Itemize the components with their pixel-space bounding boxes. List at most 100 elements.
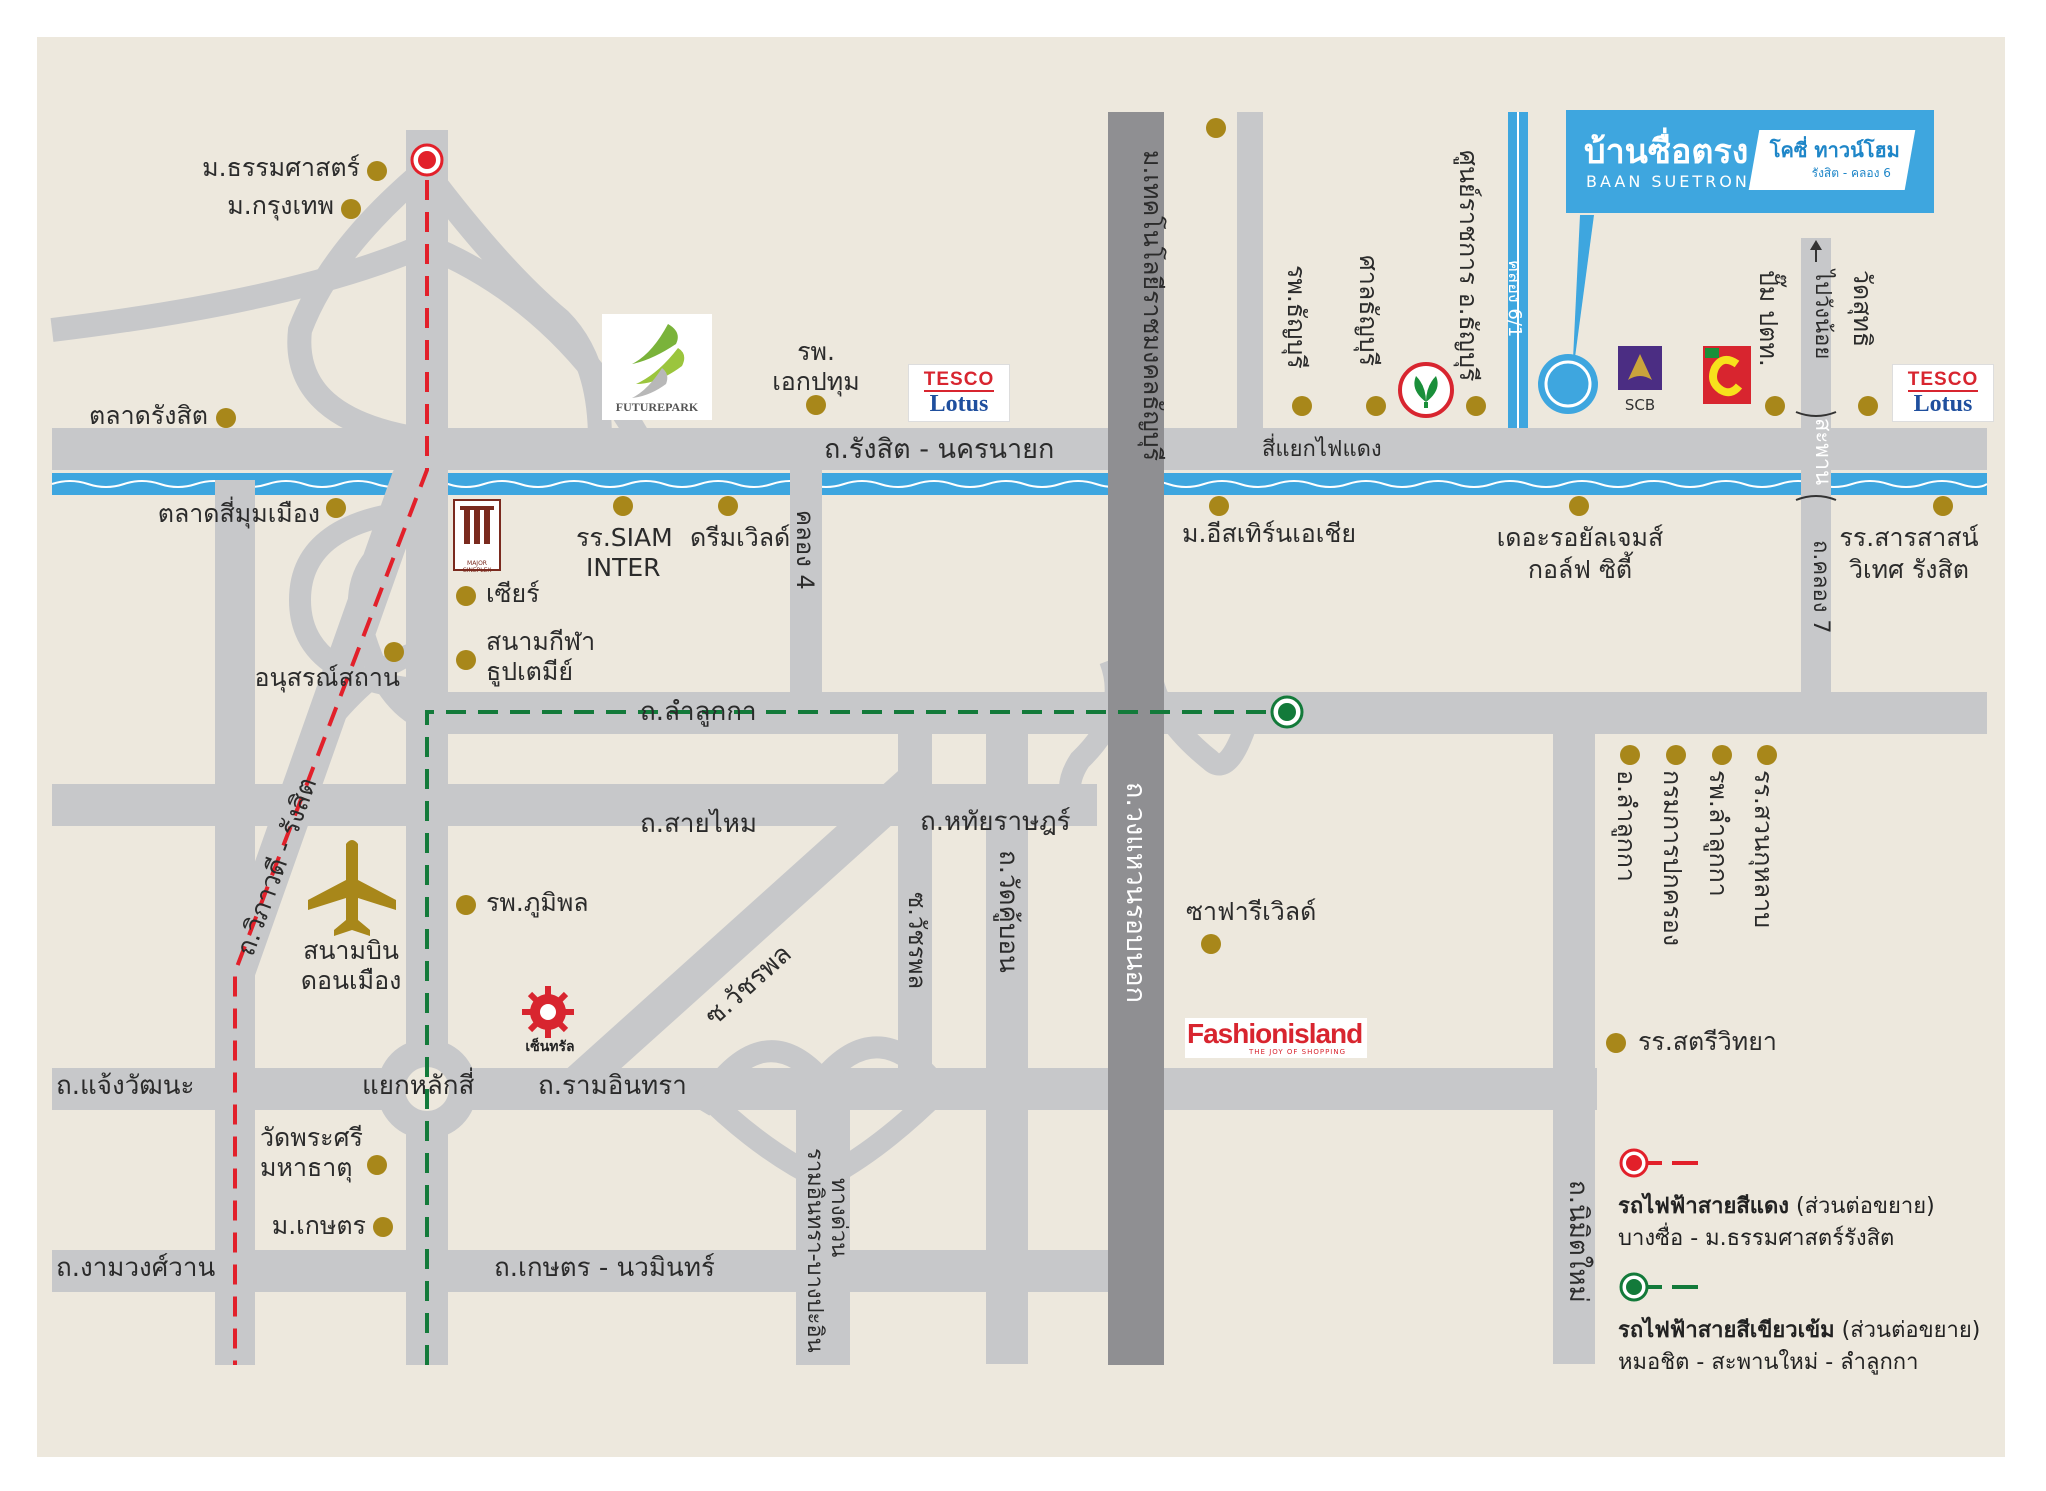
- poi-dot-thanyaburi-district: [1466, 396, 1486, 416]
- label-wat-phra-sri-2: มหาธาตุ: [260, 1153, 353, 1182]
- brand-product: โคซี่ ทาวน์โฮม: [1769, 138, 1900, 162]
- project-location-icon: [1538, 215, 1598, 414]
- scb-logo-icon: [1618, 346, 1662, 390]
- poi-dot-rajamangala: [1206, 118, 1226, 138]
- lotus-text: Lotus: [1913, 391, 1973, 417]
- label-wat-sud: วัดสุทธิ: [1848, 270, 1877, 348]
- label-expressway-sub: รามอินทรา-บางปะอิน: [802, 1148, 827, 1353]
- label-sarasas-1: รร.สารสาสน์: [1839, 523, 1979, 552]
- poi-dot-thanyaburi-hosp: [1292, 396, 1312, 416]
- poi-dot-siam-inter: [613, 496, 633, 516]
- poi-dot-kasetsart: [373, 1217, 393, 1237]
- project-brand-banner: บ้านซื่อตรง BAAN SUETRONG โคซี่ ทาวน์โฮม…: [1566, 110, 1934, 213]
- poi-dot-eastern-asia: [1209, 496, 1229, 516]
- label-airport-2: ดอนเมือง: [300, 966, 402, 995]
- tesco-lotus-logo-2: TESCO Lotus: [1892, 364, 1994, 422]
- label-eastern-asia: ม.อีสเทิร์นเอเชีย: [1182, 519, 1356, 548]
- label-siam-inter-1: รร.SIAM: [576, 523, 673, 552]
- label-watcharaphon: ซ.วัชรพล: [903, 892, 931, 990]
- future-park-logo-icon: [602, 314, 712, 420]
- label-rajamangala: ม.เทคโนโลยีราชมงคลธัญบุรี: [1138, 150, 1167, 462]
- label-nimit-mai: ถ.นิมิตใหม่: [1563, 1180, 1593, 1303]
- label-ekpathum-1: รพ.: [797, 337, 835, 366]
- poi-dot-safari-world: [1201, 934, 1221, 954]
- poi-dot-stadium: [456, 650, 476, 670]
- central-label: เซ็นทรัล: [525, 1039, 575, 1055]
- label-dept-admin: กรมการปกครอง: [1658, 770, 1687, 947]
- poi-dot-seer: [456, 586, 476, 606]
- label-road-chaeng-watthana: ถ.แจ้งวัฒนะ: [56, 1071, 195, 1101]
- label-royal-gems-2: กอล์ฟ ซิตี้: [1527, 555, 1633, 584]
- green-line-route: [425, 695, 1304, 1365]
- tesco-text: TESCO: [923, 369, 995, 392]
- road-watcharaphon: [557, 766, 928, 1104]
- label-thanyaburi-district: ศูนย์ราชการ อ.ธัญบุรี: [1454, 150, 1483, 382]
- legend-red-line-icon: [1619, 1148, 1698, 1178]
- poi-dot-thanyaburi-court: [1366, 396, 1386, 416]
- poi-dot-royal-gems: [1569, 496, 1589, 516]
- fashion-island-logo: Fashionisland THE JOY OF SHOPPING: [1185, 1018, 1367, 1058]
- red-line-route: [233, 143, 444, 1365]
- brand-product-sub: รังสิต - คลอง 6: [1811, 166, 1891, 180]
- label-yaek-lak-si: แยกหลักสี่: [362, 1071, 475, 1101]
- interchange-north: [50, 160, 651, 452]
- label-bridge: สะพาน: [1810, 418, 1835, 486]
- poi-dot-lam-luk-ka-district: [1620, 745, 1640, 765]
- poi-dot-talat-si-mum: [326, 498, 346, 518]
- canal: [51, 112, 1988, 495]
- label-siam-inter-2: INTER: [586, 553, 661, 582]
- poi-dot-bhumibol: [456, 895, 476, 915]
- label-sarasas-2: วิเทศ รังสิต: [1848, 555, 1969, 584]
- label-airport-1: สนามบิน: [303, 936, 399, 965]
- fashion-island-sub: THE JOY OF SHOPPING: [1249, 1048, 1347, 1056]
- road-vibhavadi-diagonal: [217, 436, 445, 982]
- tesco-lotus-logo-1: TESCO Lotus: [908, 364, 1010, 422]
- label-lam-luk-ka-district: อ.ลำลูกกา: [1612, 770, 1641, 882]
- central-logo-icon: [522, 986, 574, 1038]
- fashion-island-text: Fashionisland: [1187, 1018, 1363, 1049]
- label-thanyaburi-court: ศาลธัญบุรี: [1354, 255, 1383, 367]
- label-road-hathai-rat: ถ.หทัยราษฎร์: [920, 807, 1071, 837]
- label-seer: เซียร์: [486, 579, 540, 608]
- label-dream-world: ดรีมเวิลด์: [690, 523, 791, 552]
- legend-green-title-row: รถไฟฟ้าสายสีเขียวเข้ม (ส่วนต่อขยาย): [1618, 1312, 1980, 1347]
- poi-dot-sarasas: [1933, 496, 1953, 516]
- major-cineplex-logo-icon: [453, 499, 501, 571]
- label-road-lam-luk-ka: ถ.ลำลูกกา: [640, 697, 757, 727]
- label-wat-phra-sri-1: วัดพระศรี: [260, 1123, 363, 1152]
- poi-dot-monument: [384, 642, 404, 662]
- brand-title-en: BAAN SUETRONG: [1586, 172, 1766, 191]
- road-outer-ring: [1108, 112, 1164, 1365]
- label-wat-kanlaya: ถ.วัดคู้บอน: [993, 850, 1023, 973]
- poi-dot-ptt: [1765, 396, 1785, 416]
- brand-product-card: โคซี่ ทาวน์โฮม รังสิต - คลอง 6: [1748, 130, 1916, 190]
- label-khlong-7: ถ.คลอง 7: [1808, 540, 1833, 634]
- label-stadium-1: สนามกีฬา: [486, 627, 596, 656]
- future-park-label: FUTUREPARK: [615, 400, 699, 414]
- label-safari-world: ซาฟารีเวิลด์: [1186, 897, 1317, 926]
- label-road-ram-inthra: ถ.รามอินทรา: [538, 1071, 687, 1101]
- label-kasetsart: ม.เกษตร: [271, 1211, 366, 1240]
- bridge-icon: [1795, 411, 1837, 501]
- label-road-rangsit-nakhonnayok: ถ.รังสิต - นครนายก: [824, 434, 1055, 465]
- legend-green-line-icon: [1619, 1272, 1698, 1302]
- label-talat-si-mum: ตลาดสี่มุมเมือง: [157, 499, 320, 528]
- label-bhumibol: รพ.ภูมิพล: [486, 888, 589, 917]
- legend-green-route: หมอชิต - สะพานใหม่ - ลำลูกกา: [1618, 1350, 1919, 1375]
- major-cineplex-label: MAJOR CINEPLEX: [462, 560, 492, 574]
- poi-dot-lam-luk-ka-hosp: [1712, 745, 1732, 765]
- label-to-wang-noi: ไปวังน้อย: [1810, 270, 1835, 360]
- fashion-island-logo-bg: [1185, 1018, 1367, 1058]
- poi-dot-wat-phra-sri: [367, 1155, 387, 1175]
- expressway-loops: [690, 1036, 949, 1193]
- label-road-ngam-wong-wan: ถ.งามวงศ์วาน: [56, 1253, 216, 1283]
- scb-label: SCB: [1624, 396, 1656, 414]
- label-expressway: ทางด่วน: [826, 1178, 851, 1258]
- label-monument: อนุสรณ์สถาน: [254, 663, 400, 692]
- legend-green-note: (ส่วนต่อขยาย): [1841, 1318, 1981, 1343]
- poi-dot-dept-admin: [1666, 745, 1686, 765]
- label-khlong-6-1: คลอง 6/1: [1504, 260, 1525, 338]
- airplane-icon: [308, 840, 396, 936]
- legend-red-note: (ส่วนต่อขยาย): [1796, 1194, 1935, 1219]
